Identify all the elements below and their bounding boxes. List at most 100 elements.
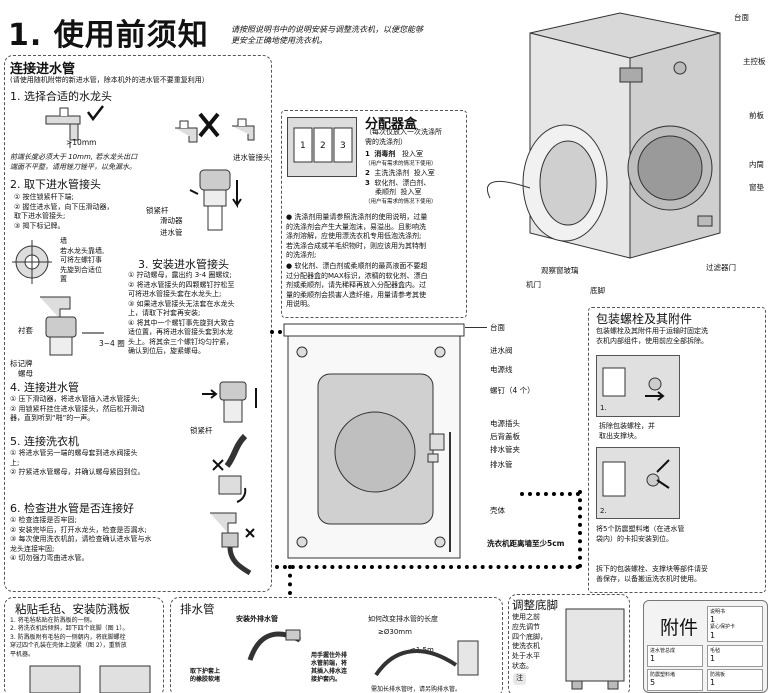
tag-label: 标记牌 [10,359,33,368]
label-door: 机门 [526,280,541,289]
connector-illustration [182,160,252,235]
packing-step1-text: 拆除包装螺栓，并 取出支撑块。 [599,422,655,440]
packing-footer: 拆下的包装螺栓、支撑块等部件请妥 善保存，以备搬运洗衣机时使用。 [596,565,708,583]
packing-title: 包装螺栓及其附件 [596,312,693,326]
back-label-drain-hose: 排水管 [490,460,513,469]
drain-hose-illustration [246,626,306,666]
adjust-feet-title: 调整底脚 [512,598,558,612]
inlet-subtitle: (请使用随机附带的新进水管，除本机外的进水管不要重复利用） [10,76,209,84]
felt-title: 粘贴毛毡、安装防溅板 [15,602,130,616]
step6-title: 6. 检查进水管是否连接好 [10,502,134,515]
svg-text:2: 2 [320,141,326,151]
drain-dim-diameter: ≥Ø30mm [378,628,412,636]
label-foot: 底脚 [590,286,605,295]
back-label-back-cover: 后背盖板 [490,432,520,441]
back-label-inlet-valve: 进水阀 [490,346,513,355]
connect-hose-illustration [198,378,266,428]
back-label-plug: 电源插头 [490,419,520,428]
slider-label: 滑动器 [160,216,183,225]
drain-subtitle: 安装外排水管 [236,615,278,623]
label-window-glass: 观察窗玻璃 [541,266,579,275]
adjust-feet-panel [508,594,630,693]
step2-instructions: ① 按住锁紧杆下端; ② 握住进水管，向下压滑动器， 取下进水管接头; ③ 揭下… [14,193,114,230]
acc-item-felt: 毛毡 1 [707,645,763,667]
inlet-title: 连接进水管 [10,62,76,77]
step6-instructions: ① 检查连接是否牢固; ② 安装完毕后，打开水龙头，检查是否漏水; ③ 每次使用… [10,516,152,562]
step5-instructions: ① 将进水管另一端的螺母套到进水阀接头 上; ② 拧紧进水管螺母，并确认螺母紧固… [10,449,145,476]
faucet-connector-illustration [10,293,120,363]
dispenser-subtitle: （每次仅放入一次洗涤所 需的洗涤剂） [365,128,442,146]
felt-panel [4,597,164,693]
compartment-1: 1 消毒剂 投入室 [365,150,424,158]
wall-note: 墙 若水龙头靠墙, 可将左螺钉事 先旋到合适位 置 [60,237,105,283]
dispenser-compartments: 1 消毒剂 投入室 （用户有需求的情况下使用） 2 主洗洗涤剂 投入室 3 软化… [365,150,465,207]
check-connection-illustration [200,505,268,585]
acc-item-plugs: 防震塑料堵 5 [647,669,703,691]
dispenser-drawer-illustration: 1 2 3 [287,117,357,177]
label-gasket: 窗垫 [749,183,764,192]
felt-steps: 1. 将毛毡粘贴在防溅板的一侧。 2. 将洗衣机后倾斜，卸下四个底脚（图 1）。… [10,617,129,658]
felt-illustration [20,662,160,693]
lock-lever-label: 锁紧杆 [146,206,169,215]
label-drum: 内筒 [749,160,764,169]
step2-title: 2. 取下进水管接头 [10,178,101,191]
label-top: 台面 [734,13,749,22]
step1-title: 1. 选择合适的水龙头 [10,90,112,103]
packing-step1-illustration [596,355,680,417]
svg-text:1: 1 [300,141,306,151]
turns-label: 3~4 圈 [99,339,125,348]
bushing-label: 衬套 [18,326,33,335]
packing-step2-text: 将5个防震塑料堵（在进水管 袋内）的卡扣安装到位。 [596,525,685,543]
adjust-feet-note: 注 [513,673,526,685]
step4-lever-label: 锁紧杆 [190,426,213,435]
connector-top-view [10,235,55,290]
header-note: 请按照说明书中的说明安装与调整洗衣机，以便您能够 更安全正确地使用洗衣机。 [231,25,423,45]
dispenser-bullet-1: ● 洗涤剂用量请参照洗涤剂的使用说明，过量 的洗涤剂会产生大量泡沫，易溢出。且影… [286,213,428,259]
drain-note-plug: 取下护套上 的橡胶软堵 [190,668,221,683]
drain-footnote: 需加长排水管时，请另购排水管。 [371,686,462,693]
drain-length-illustration [370,635,490,680]
washer-front-illustration [470,8,738,270]
packing-bolts-panel [588,307,766,593]
drain-title: 排水管 [180,602,215,616]
washer-back-illustration [280,322,480,567]
label-front-panel: 前板 [749,111,764,120]
step4-title: 4. 连接进水管 [10,381,79,394]
step5-title: 5. 连接洗衣机 [10,435,79,448]
faucet-bad-illustration [170,108,265,153]
back-label-power-cord: 电源线 [490,365,513,374]
back-label-top: 台面 [490,323,505,332]
page-title: 1. 使用前须知 [8,18,209,53]
faucet-ok-illustration [40,104,110,152]
back-label-hose-clip: 排水管夹 [490,445,520,454]
connector-label: 进水管接头 [233,153,271,162]
back-label-cabinet: 壳体 [490,506,505,515]
acc-item-inlet-hose: 进水管总成 1 [647,645,703,667]
packing-step2-illustration [596,447,680,519]
faucet-length-dim: >10mm [66,138,97,147]
dispenser-bullet-2: ● 软化剂、漂白剂或柔顺剂的最高液面不要超 过分配器盒的MAX标识，浓稠的软化剂… [286,262,428,308]
drain-panel [170,597,503,693]
inlet-hose-panel [4,55,272,592]
back-label-screws: 螺钉（4 个） [490,386,535,395]
inlet-hose-label: 进水管 [160,228,183,237]
adjust-feet-illustration [562,605,628,693]
drain-length-title: 如何改变排水管的长度 [368,615,438,623]
back-label-wall-distance: 洗衣机距离墙至少5cm [487,539,565,548]
packing-step2-num: 2. [600,507,607,515]
nut-label: 螺母 [18,369,33,378]
packing-intro: 包装螺栓及其附件用于运输时固定洗 衣机内部组件，使用前应全部拆除。 [596,327,708,345]
compartment-2: 2 主洗洗涤剂 投入室 [365,169,435,177]
machine-connect-illustration [205,432,267,507]
svg-text:3: 3 [340,141,346,151]
step4-instructions: ① 压下滑动器，将进水管插入进水管接头; ② 用锁紧杆挂住进水管接头，然后松开滑… [10,395,145,422]
accessories-title: 附件 [660,617,699,639]
label-filter-door: 过滤器门 [706,263,736,272]
drain-note-insert: 用手握住外排 水管前端，将 其插入排水连 接护套内。 [311,652,348,683]
compartment-3: 3 软化剂、漂白剂、 [365,178,431,187]
dispenser-title: 分配器盒 [365,117,418,132]
step1-note: 前端长度必须大于 10mm, 若水龙头出口 端面不平整，请用锉刀锉平，以免漏水。 [10,153,138,171]
label-control-board: 主控板 [743,57,766,66]
acc-item-manual: 说明书 1 紧心保护卡 1 [707,606,763,642]
